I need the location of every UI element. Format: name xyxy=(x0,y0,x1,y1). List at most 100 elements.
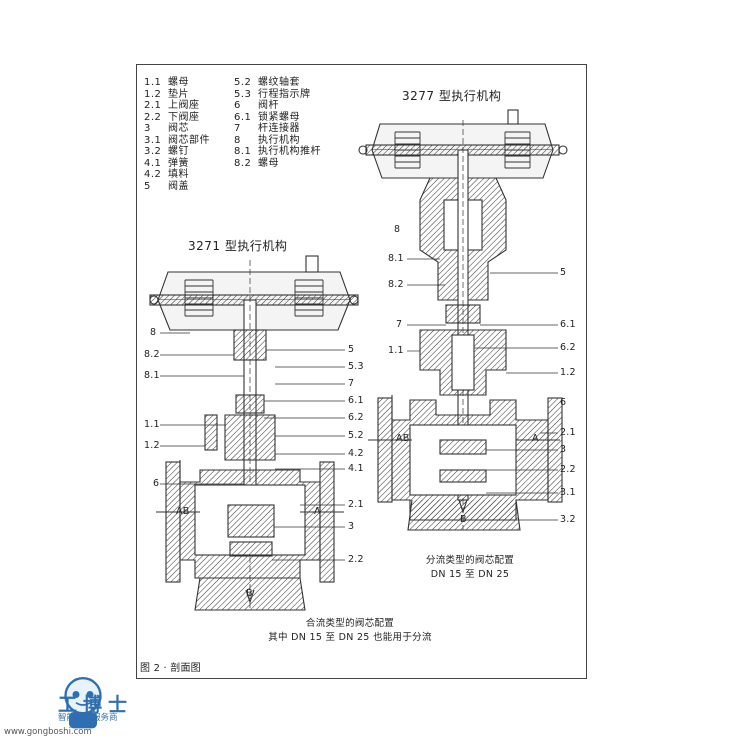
label-4-2: 4.2 xyxy=(348,448,364,459)
label-8-2: 8.2 xyxy=(144,349,160,360)
watermark-subtitle: 智能工厂服务商 xyxy=(58,713,118,723)
label-6-2: 6.2 xyxy=(560,342,576,353)
legend-item: 3.2 螺钉 xyxy=(144,146,210,158)
legend-number: 5.2 xyxy=(234,77,252,88)
legend-number: 3 xyxy=(144,123,151,134)
legend-item: 5.2 螺纹轴套 xyxy=(234,77,321,89)
legend-label: 螺纹轴套 xyxy=(258,77,300,88)
watermark-brand: 工博士 xyxy=(58,694,134,716)
legend-item: 5.3 行程指示牌 xyxy=(234,89,321,101)
label-2-1: 2.1 xyxy=(560,427,576,438)
label-5-3: 5.3 xyxy=(348,361,364,372)
legend-item: 3.1 阀芯部件 xyxy=(144,135,210,147)
valve-3271-drawing xyxy=(149,255,359,611)
legend-number: 4.2 xyxy=(144,169,162,180)
legend-label: 杆连接器 xyxy=(258,123,300,134)
legend-item: 4.1 弹簧 xyxy=(144,158,210,170)
label-5: 5 xyxy=(560,267,567,278)
legend-number: 3.2 xyxy=(144,146,162,157)
legend-item: 1.1 螺母 xyxy=(144,77,210,89)
label-8-2: 8.2 xyxy=(388,279,404,290)
label-5: 5 xyxy=(348,344,355,355)
label-3-2: 3.2 xyxy=(560,514,576,525)
legend-label: 阀盖 xyxy=(168,180,189,192)
legend-label: 弹簧 xyxy=(168,157,189,169)
legend-label: 螺母 xyxy=(258,157,279,169)
label-8: 8 xyxy=(394,224,401,235)
title-3277: 3277 型执行机构 xyxy=(402,89,502,103)
label-1-1: 1.1 xyxy=(144,419,160,430)
caption-diverting-dn: DN 15 至 DN 25 xyxy=(430,569,510,580)
legend-number: 1.2 xyxy=(144,88,162,100)
legend-number: 5.3 xyxy=(234,88,252,100)
label-2-2: 2.2 xyxy=(560,464,576,475)
robot-logo-icon xyxy=(64,677,102,729)
label-6-1: 6.1 xyxy=(348,395,364,406)
legend-label: 阀芯 xyxy=(168,123,189,134)
legend-label: 阀芯部件 xyxy=(168,134,210,146)
label-1-1: 1.1 xyxy=(388,345,404,356)
legend-item: 6 阀杆 xyxy=(234,100,321,112)
legend-number: 3.1 xyxy=(144,134,162,146)
label-4-1: 4.1 xyxy=(348,463,364,474)
label-6-1: 6.1 xyxy=(560,319,576,330)
label-2-2: 2.2 xyxy=(348,554,364,565)
legend-number: 4.1 xyxy=(144,157,162,169)
label-6: 6 xyxy=(153,478,160,489)
legend-item: 1.2 垫片 xyxy=(144,89,210,101)
legend-label: 螺母 xyxy=(168,77,189,88)
label-8-1: 8.1 xyxy=(388,253,404,264)
label-B: B xyxy=(246,588,253,599)
label-6-2: 6.2 xyxy=(348,412,364,423)
legend-number: 2.1 xyxy=(144,100,162,111)
legend-item: 8.2 螺母 xyxy=(234,158,321,170)
legend-item: 6.1 锁紧螺母 xyxy=(234,112,321,124)
label-7: 7 xyxy=(396,319,403,330)
legend-number: 6.1 xyxy=(234,111,252,123)
legend-label: 阀杆 xyxy=(258,100,279,111)
legend-label: 下阀座 xyxy=(168,111,200,123)
legend-number: 8.1 xyxy=(234,146,252,157)
label-AB: AB xyxy=(396,433,410,444)
label-A: A xyxy=(314,506,321,517)
label-3: 3 xyxy=(560,444,567,455)
legend-label: 行程指示牌 xyxy=(258,88,311,100)
legend-number: 1.1 xyxy=(144,77,162,88)
legend-number: 6 xyxy=(234,100,241,111)
label-3-1: 3.1 xyxy=(560,487,576,498)
watermark-url: www.gongboshi.com xyxy=(4,727,92,737)
valve-3277-drawing xyxy=(358,109,568,531)
legend-item: 2.2 下阀座 xyxy=(144,112,210,124)
label-1-2: 1.2 xyxy=(560,367,576,378)
label-8: 8 xyxy=(150,327,157,338)
legend-item: 8.1 执行机构推杆 xyxy=(234,146,321,158)
caption-mixing-dn: 其中 DN 15 至 DN 25 也能用于分流 xyxy=(268,632,432,643)
legend-label: 上阀座 xyxy=(168,100,200,111)
legend-number: 2.2 xyxy=(144,111,162,123)
legend-number: 5 xyxy=(144,180,151,192)
label-7: 7 xyxy=(348,378,355,389)
legend-number: 8 xyxy=(234,134,241,146)
legend-item: 3 阀芯 xyxy=(144,123,210,135)
label-6: 6 xyxy=(560,397,567,408)
legend-label: 螺钉 xyxy=(168,146,189,157)
caption-mixing: 合流类型的阀芯配置 xyxy=(305,618,395,629)
label-B: B xyxy=(460,514,467,525)
label-5-2: 5.2 xyxy=(348,430,364,441)
legend-number: 8.2 xyxy=(234,157,252,169)
legend-label: 执行机构推杆 xyxy=(258,146,321,157)
label-8-1: 8.1 xyxy=(144,370,160,381)
figure-label: 图 2 · 剖面图 xyxy=(140,663,201,674)
label-2-1: 2.1 xyxy=(348,499,364,510)
legend-label: 垫片 xyxy=(168,88,189,100)
label-A: A xyxy=(532,433,539,444)
legend-label: 执行机构 xyxy=(258,134,300,146)
title-3271: 3271 型执行机构 xyxy=(188,239,288,253)
legend-item: 8 执行机构 xyxy=(234,135,321,147)
legend-label: 锁紧螺母 xyxy=(258,111,300,123)
